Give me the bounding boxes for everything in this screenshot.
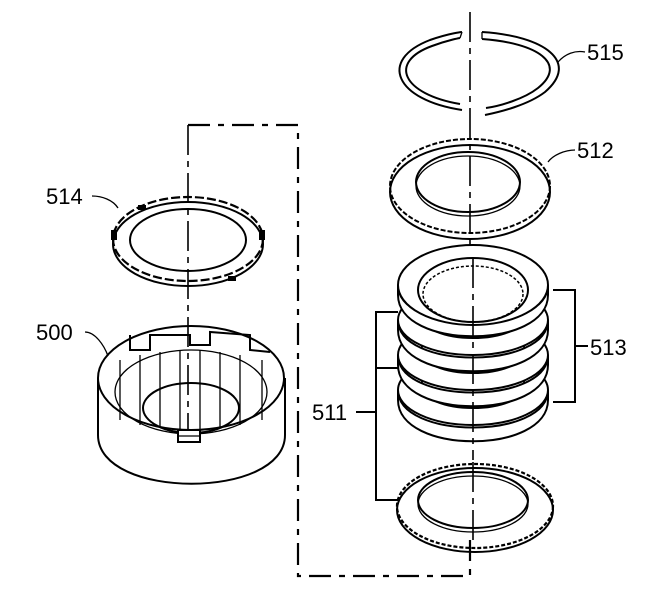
callout-514: 514 (46, 184, 83, 209)
callout-513: 513 (590, 335, 627, 360)
assembly-path-line (188, 123, 472, 578)
bottom-clutch-plate (395, 462, 555, 553)
housing-500 (97, 325, 286, 485)
callout-511: 511 (312, 400, 347, 425)
leader-514 (91, 195, 119, 209)
callout-515: 515 (587, 40, 624, 65)
snap-ring-515 (398, 31, 560, 116)
leader-500 (84, 331, 109, 357)
leader-512 (547, 149, 576, 163)
bracket-513 (553, 289, 576, 403)
callout-512: 512 (577, 138, 614, 163)
bracket-511 (375, 311, 398, 501)
clutch-plate-514 (111, 195, 265, 287)
clutch-plate-512 (389, 138, 551, 240)
leader-515 (557, 50, 586, 63)
callout-500: 500 (36, 320, 73, 345)
